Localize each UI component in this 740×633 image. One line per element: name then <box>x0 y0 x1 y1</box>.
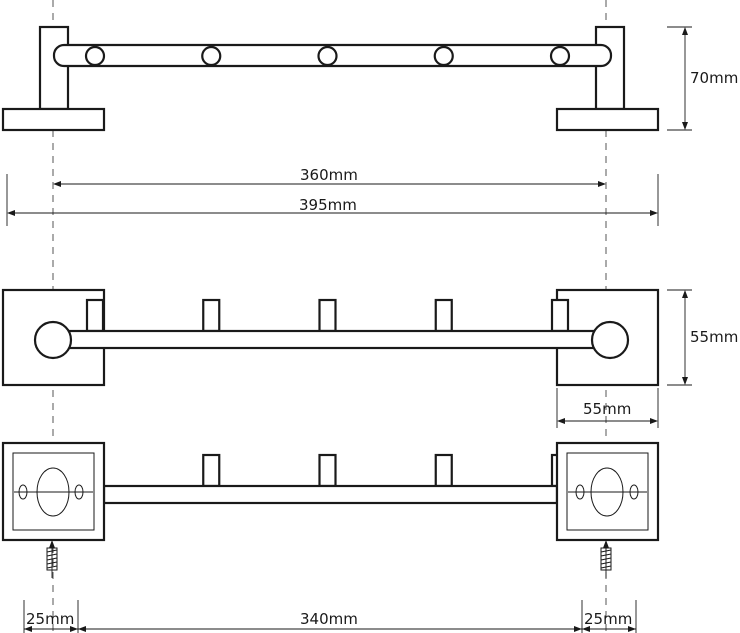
right-base-plate <box>555 107 660 132</box>
dimension-bottom-chain: 25mm 340mm 25mm <box>23 600 637 633</box>
dim-overall-width-label: 395mm <box>299 196 357 214</box>
dim-edge-right-label: 25mm <box>584 610 632 628</box>
dimension-55-width: 55mm <box>556 388 659 428</box>
dim-mount-span-label: 340mm <box>300 610 358 628</box>
dimension-55-height: 55mm <box>667 289 738 386</box>
mounting-hooks <box>85 453 570 488</box>
top-hook-5 <box>550 298 570 333</box>
mounting-view <box>1 441 660 578</box>
top-hook-3 <box>318 298 337 333</box>
dimension-395: 395mm <box>6 174 659 226</box>
right-screw-icon <box>600 540 612 578</box>
right-post <box>594 25 626 111</box>
top-hook-2 <box>202 298 221 333</box>
left-screw-icon <box>46 540 58 578</box>
left-end-cap <box>33 320 73 360</box>
mount-hook-4 <box>434 453 453 488</box>
front-hook-1 <box>84 45 106 67</box>
dim-top-height-label: 70mm <box>690 69 738 87</box>
mount-hook-2 <box>202 453 221 488</box>
top-hook-1 <box>85 298 105 333</box>
top-hook-4 <box>434 298 453 333</box>
dim-inner-span-label: 360mm <box>300 166 358 184</box>
dim-edge-left-label: 25mm <box>26 610 74 628</box>
front-hooks <box>84 45 571 67</box>
dimension-360: 360mm <box>53 166 606 187</box>
top-view <box>1 288 660 387</box>
right-mount-plate-inner <box>566 452 649 531</box>
right-end-cap <box>590 320 630 360</box>
left-post <box>38 25 70 111</box>
front-hook-2 <box>201 45 222 67</box>
dim-base-height-label: 55mm <box>690 328 738 346</box>
top-bar <box>51 329 609 350</box>
top-hooks <box>85 298 570 333</box>
mount-hook-3 <box>318 453 337 488</box>
dimension-70: 70mm <box>667 26 738 131</box>
mount-bar <box>102 484 559 505</box>
front-hook-5 <box>549 45 571 67</box>
left-base-plate <box>1 107 106 132</box>
front-view <box>1 25 660 132</box>
left-mount-plate-inner <box>12 452 95 531</box>
front-hook-4 <box>433 45 454 67</box>
front-hook-3 <box>317 45 338 67</box>
dim-base-width-label: 55mm <box>583 400 631 418</box>
